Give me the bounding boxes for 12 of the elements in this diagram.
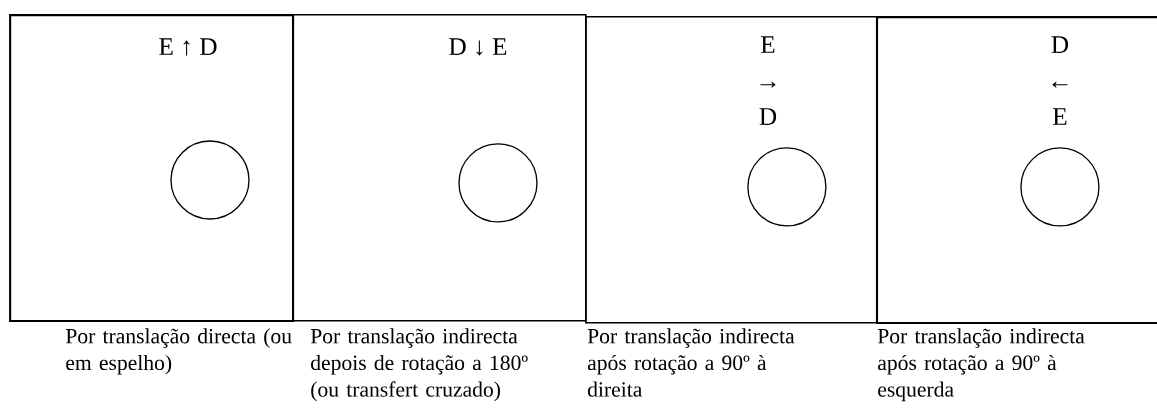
node-label: Por translação indirecta depois de rotação a 180º (ou transfert cruzado) [310, 328, 528, 402]
panel-box: D ↓ E [292, 14, 587, 322]
node-label: Por translação directa (ou em espelho) [65, 328, 292, 375]
node-label: Por translação indirecta após rotação a 90º à esquerda [877, 328, 1085, 402]
circle [458, 143, 538, 223]
panel-box: E → D [585, 16, 878, 324]
node-label: Por translação indirecta após rotação a 90º à direita [587, 328, 795, 397]
circle [1020, 147, 1100, 227]
circle [170, 140, 250, 220]
circle [747, 147, 827, 227]
panel-box: E ↑ D [9, 14, 295, 323]
panel-box: D ← E [875, 16, 1157, 325]
